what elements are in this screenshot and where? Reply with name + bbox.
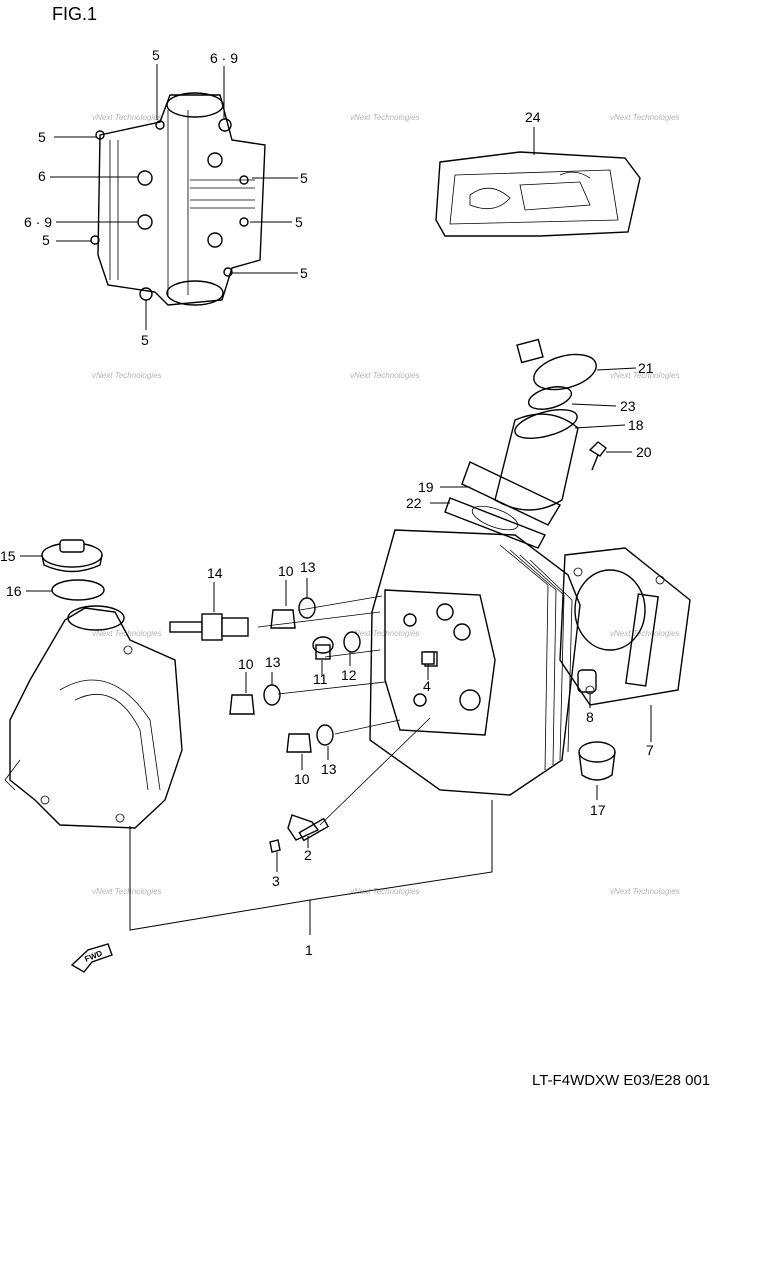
callout-label: 13	[265, 654, 281, 670]
watermark: vNext Technologies	[610, 113, 680, 122]
watermark: vNext Technologies	[350, 371, 420, 380]
watermark: vNext Technologies	[92, 371, 162, 380]
main-callouts: 24 21 23 18 20 19 22 15 16 14 10 13 11 1…	[0, 109, 654, 958]
callout-label: 1	[305, 942, 313, 958]
inset-head-top-view	[90, 92, 266, 306]
callout-label: 10	[238, 656, 254, 672]
watermark: vNext Technologies	[610, 887, 680, 896]
o-ring-16	[51, 579, 105, 601]
callout-label: 11	[313, 671, 328, 687]
callout-label: 22	[406, 495, 422, 511]
callout-label: 15	[0, 548, 16, 564]
callout-label: 24	[525, 109, 541, 125]
callout-label: 5	[38, 129, 46, 145]
callout-label: 6	[38, 168, 46, 184]
gasket-set-24	[435, 127, 641, 237]
watermark: vNext Technologies	[92, 113, 162, 122]
dowel-pin-8	[577, 669, 597, 708]
diagram-code: LT-F4WDXW E03/E28 001	[532, 1072, 710, 1089]
inset-leaders	[50, 64, 298, 330]
spark-plug-14	[169, 582, 249, 641]
callout-label: 5	[42, 232, 50, 248]
callout-label: 5	[152, 47, 160, 63]
callout-label: 20	[636, 444, 652, 460]
callout-label: 7	[646, 742, 654, 758]
callout-label: 2	[304, 847, 312, 863]
callout-label: 13	[321, 761, 337, 777]
callout-label: 5	[300, 265, 308, 281]
intake-leaders	[430, 367, 637, 504]
callout-label: 14	[207, 565, 223, 581]
watermark: vNext Technologies	[610, 371, 680, 380]
callout-label: 18	[628, 417, 644, 433]
figure-title: FIG.1	[52, 4, 97, 24]
callout-label: 5	[141, 332, 149, 348]
plug-17	[578, 741, 616, 781]
fwd-arrow: FWD	[70, 943, 113, 973]
callout-label: 5	[295, 214, 303, 230]
intake-assembly	[444, 338, 607, 549]
watermarks: vNext Technologies vNext Technologies vN…	[92, 113, 680, 896]
watermark: vNext Technologies	[92, 887, 162, 896]
oil-filler-cap-15	[41, 539, 103, 573]
cylinder-gasket-7	[559, 547, 691, 742]
callout-label: 6 · 9	[210, 50, 238, 66]
cylinder-head	[369, 529, 581, 796]
watermark: vNext Technologies	[610, 629, 680, 638]
callout-label: 17	[590, 802, 606, 818]
watermark: vNext Technologies	[350, 113, 420, 122]
callout-label: 12	[341, 667, 357, 683]
inset-callouts: 5 6 · 9 5 6 6 · 9 5 5 5 5 5	[24, 47, 308, 348]
callout-label: 16	[6, 583, 22, 599]
callout-label: 19	[418, 479, 434, 495]
head-cover	[4, 605, 183, 829]
callout-label: 5	[300, 170, 308, 186]
callout-label: 4	[423, 678, 431, 694]
callout-label: 10	[294, 771, 310, 787]
callout-label: 10	[278, 563, 294, 579]
callout-label: 21	[638, 360, 654, 376]
callout-label: 13	[300, 559, 316, 575]
watermark: vNext Technologies	[350, 887, 420, 896]
callout-label: 8	[586, 709, 594, 725]
callout-label: 6 · 9	[24, 214, 52, 230]
main-leaders	[20, 555, 598, 935]
assembly-guides	[257, 595, 431, 826]
callout-label: 23	[620, 398, 636, 414]
callout-label: 3	[272, 873, 280, 889]
